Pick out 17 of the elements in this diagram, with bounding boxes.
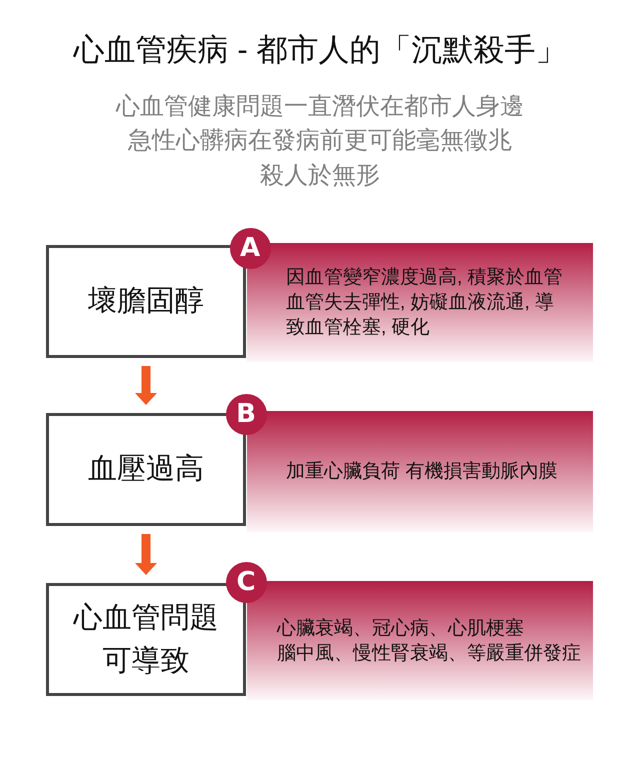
description-text: 血管失去彈性, 妨礙血液流通, 導致血管栓塞, 硬化 [286, 291, 556, 340]
letter-badge: B [226, 394, 266, 434]
description-text: 加重心臟負荷 有機損害動脈內膜 [286, 460, 558, 484]
letter-badge: A [230, 228, 270, 268]
subtitle-text: 殺人於無形 [260, 161, 380, 191]
letter-badge: C [226, 562, 266, 602]
arrow [135, 366, 157, 405]
subtitle-text: 心血管健康問題一直潛伏在都市人身邊 [116, 92, 524, 122]
arrow [135, 534, 157, 575]
description-text: 心臟衰竭、冠心病、心肌梗塞 [277, 616, 525, 640]
step-label: 壞膽固醇 [88, 284, 204, 319]
title: 心血管疾病 - 都市人的「沉默殺手」 [74, 31, 566, 69]
description-text: 腦中風、慢性腎衰竭、等嚴重併發症 [277, 642, 582, 666]
description-text: 因血管變窄濃度過高, 積聚於血管 [286, 266, 564, 290]
step-label: 血壓過高 [88, 452, 204, 487]
step-label: 心血管問題可導致 [72, 600, 220, 678]
subtitle-text: 急性心髒病在發病前更可能毫無徵兆 [128, 126, 512, 156]
